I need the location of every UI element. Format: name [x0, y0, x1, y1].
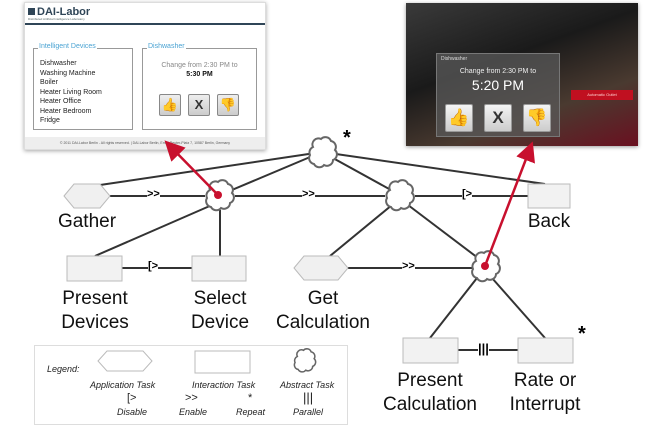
- overlay-change-time: 5:20 PM: [471, 77, 525, 93]
- application-task-shape: [97, 350, 153, 372]
- mobile-overlay: Dishwasher Change from 2:30 PM to 5:20 P…: [436, 53, 560, 137]
- web-ui-link-arrow: [164, 140, 219, 196]
- legend-abstract-task: Abstract Task: [280, 380, 335, 390]
- mobile-ui-screenshot: Automatic Outlet Dishwasher Change from …: [406, 3, 638, 146]
- devices-legend: Intelligent Devices: [38, 43, 97, 50]
- mobile-cancel-button[interactable]: X: [484, 104, 512, 132]
- enable-operator: >>: [402, 260, 415, 272]
- legend-parallel-symbol: |||: [303, 390, 314, 405]
- legend-title: Legend:: [47, 364, 80, 374]
- mobile-ui-link-arrow: [483, 141, 535, 267]
- web-ui-screenshot: DAI-Labor Distributed Artificial Intelli…: [24, 2, 266, 150]
- device-item[interactable]: Boiler: [40, 79, 58, 86]
- back-label: Back: [527, 211, 571, 232]
- device-item[interactable]: Fridge: [40, 117, 60, 124]
- rate-or-interrupt-interaction-task: [517, 337, 574, 364]
- abstract-task-shape: [293, 348, 317, 373]
- present-calculation-interaction-task: [402, 337, 459, 364]
- device-item[interactable]: Washing Machine: [40, 69, 96, 77]
- disable-operator: [>: [148, 260, 159, 272]
- cancel-button[interactable]: X: [188, 94, 210, 116]
- select-device-interaction-task: [191, 255, 247, 282]
- web-ui-link-dot: [214, 191, 222, 199]
- get-calculation-application-task: [293, 255, 349, 281]
- web-header: DAI-Labor Distributed Artificial Intelli…: [25, 3, 265, 25]
- device-item[interactable]: Heater Bedroom: [40, 107, 92, 115]
- legend-application-task: Application Task: [90, 380, 156, 390]
- devices-panel: Intelligent Devices Dishwasher Washing M…: [33, 43, 133, 130]
- mobile-accept-button[interactable]: 👍: [445, 104, 473, 132]
- disable-operator: [>: [462, 188, 473, 200]
- web-footer: © 2011 DAI-Labor Berlin - All rights res…: [25, 137, 265, 149]
- device-item[interactable]: Heater Office: [40, 98, 82, 105]
- detail-legend: Dishwasher: [147, 43, 186, 50]
- device-list: Dishwasher Washing Machine Boiler Heater…: [40, 59, 102, 126]
- parallel-operator: |||: [478, 341, 489, 356]
- legend-repeat-label: Repeat: [236, 407, 266, 417]
- mobile-ui-link-dot: [481, 262, 489, 270]
- rate-repeat-operator: *: [578, 323, 586, 345]
- legend-enable-symbol: >>: [185, 392, 198, 404]
- back-interaction-task: [527, 183, 571, 209]
- legend-disable-label: Disable: [117, 407, 148, 417]
- gather-label: Gather: [57, 211, 117, 232]
- legend-parallel-label: Parallel: [293, 407, 324, 417]
- gather-application-task: [63, 183, 111, 209]
- dai-labor-logo: DAI-Labor: [28, 6, 90, 18]
- device-item[interactable]: Heater Living Room: [40, 88, 102, 96]
- enable-operator: >>: [302, 188, 315, 200]
- root-repeat-operator: *: [343, 127, 351, 149]
- reject-button[interactable]: 👎: [217, 94, 239, 116]
- interaction-task-shape: [194, 350, 251, 374]
- overlay-title: Dishwasher: [441, 56, 468, 62]
- root-abstract-task: [308, 136, 338, 169]
- legend-disable-symbol: [>: [127, 392, 137, 404]
- enable-operator: >>: [147, 188, 160, 200]
- mobile-reject-button[interactable]: 👎: [523, 104, 551, 132]
- legend-repeat-symbol: *: [248, 392, 253, 404]
- device-item[interactable]: Dishwasher: [40, 60, 77, 67]
- legend-interaction-task: Interaction Task: [192, 380, 256, 390]
- present-devices-interaction-task: [66, 255, 123, 282]
- logo-subtitle: Distributed Artificial Intelligence Labo…: [28, 17, 85, 21]
- accept-button[interactable]: 👍: [159, 94, 181, 116]
- legend-box: Legend: Application Task Interaction Tas…: [34, 345, 348, 425]
- legend-enable-label: Enable: [179, 407, 208, 417]
- overlay-change-text: Change from 2:30 PM to: [459, 68, 537, 75]
- appliance-status-bar: Automatic Outlet: [571, 90, 633, 100]
- abstract-task-calculate: [385, 179, 415, 212]
